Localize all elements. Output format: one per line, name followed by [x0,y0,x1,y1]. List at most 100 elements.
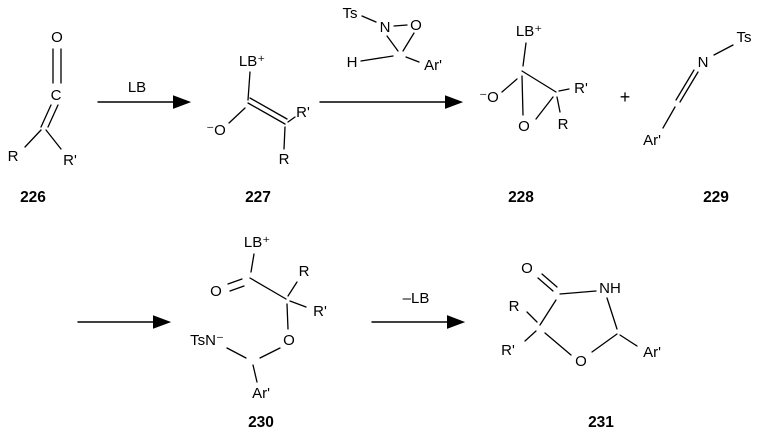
atom-label-carbon: C [51,87,62,104]
bond [606,297,618,330]
group-label-ts: Ts [343,5,358,22]
bond [393,24,408,27]
compound-227-enolate: LB⁺ ⁻O R' R 227 [206,53,310,206]
bond [559,290,597,295]
compound-number-227: 227 [245,189,271,206]
substituent-label-ar-prime: Ar' [252,385,270,402]
arrow-label-lb: LB [128,79,146,96]
bond [539,299,557,326]
bond [360,55,394,62]
group-label-nh: NH [599,280,621,297]
substituent-label-r-prime: R' [296,104,310,121]
bond [556,96,561,113]
bond [526,311,538,323]
bond [286,303,289,330]
bond [249,97,288,120]
bond [250,253,255,273]
compound-number-229: 229 [703,189,729,206]
substituent-label-r: R [299,263,310,280]
atom-label-o-minus: ⁻O [479,89,499,106]
substituent-label-ar-prime: Ar' [643,132,661,149]
group-label-tsn-minus: TsN⁻ [190,332,224,349]
bond [287,281,298,297]
group-label-lb-plus: LB⁺ [516,23,542,40]
bond [544,332,572,356]
substituent-label-r: R [8,148,19,165]
substituent-label-r-prime: R' [574,80,588,97]
bond [521,75,524,116]
atom-label-ether-oxygen: O [283,332,295,349]
bond [228,107,246,124]
bond [662,106,676,129]
plus-sign: + [620,87,631,107]
bond [229,285,245,292]
atom-label-ring-oxygen: O [575,353,587,370]
atom-label-oxygen: O [410,17,422,34]
bond [521,70,557,93]
bond [558,88,570,92]
reagent-oxaziridine: Ts N O H Ar' [343,5,443,74]
bond [24,129,42,148]
bond [522,42,527,67]
substituent-label-r: R [279,151,290,168]
atom-label-nitrogen: N [380,19,391,36]
atom-label-hydrogen: H [347,54,358,71]
arrow-label-minus-lb: –LB [403,290,430,307]
bond [40,104,52,128]
substituent-label-r: R [509,298,520,315]
compound-231-oxazolidinone: O NH O R R' Ar' 231 [501,260,661,431]
bond [675,69,695,101]
compound-number-228: 228 [508,189,534,206]
bond [252,364,258,383]
atom-label-o-minus: ⁻O [206,122,226,139]
bond [524,330,537,342]
bond [679,71,699,103]
substituent-label-r-prime: R' [63,152,77,169]
compound-number-231: 231 [588,414,614,431]
group-label-lb-plus: LB⁺ [239,53,265,70]
atom-label-nitrogen: N [698,54,709,71]
compound-228-epoxide-alkoxide: LB⁺ ⁻O O R' R 228 [479,23,588,206]
substituent-label-r-prime: R' [313,303,327,320]
substituent-label-ar-prime: Ar' [424,57,442,74]
group-label-ts: Ts [737,29,752,46]
bond [402,32,415,52]
bond [283,126,286,150]
bond [541,273,558,288]
bond [713,44,734,56]
bond [535,96,554,120]
atom-label-ring-oxygen: O [518,118,530,135]
bond [47,104,59,128]
substituent-label-ar-prime: Ar' [643,344,661,361]
bond [259,347,281,359]
bond [591,333,618,353]
bond [226,347,247,359]
bond [247,102,286,125]
bond [249,277,287,300]
substituent-label-r-prime: R' [501,342,515,359]
atom-label-oxygen: O [51,29,63,46]
bond [361,15,377,23]
atom-label-carbonyl-oxygen: O [521,260,533,277]
reaction-step-3: –LB [371,290,466,329]
bond [247,71,251,101]
bond [405,56,420,63]
bond [386,35,399,52]
substituent-label-r: R [558,116,569,133]
compound-number-230: 230 [248,414,274,431]
group-label-lb-plus: LB⁺ [244,234,270,251]
bond [501,78,518,93]
compound-number-226: 226 [20,189,46,206]
compound-229-imine: Ts N Ar' 229 [643,29,751,206]
bond [537,277,554,292]
bond [287,116,296,123]
bond [45,129,62,150]
compound-230-intermediate: LB⁺ O R R' O TsN⁻ Ar' 230 [190,234,327,431]
bond [227,278,243,285]
compound-226-ketene: O C R R' 226 [8,29,77,206]
bond [289,300,307,308]
atom-label-carbonyl-oxygen: O [210,283,222,300]
bond [619,334,638,347]
